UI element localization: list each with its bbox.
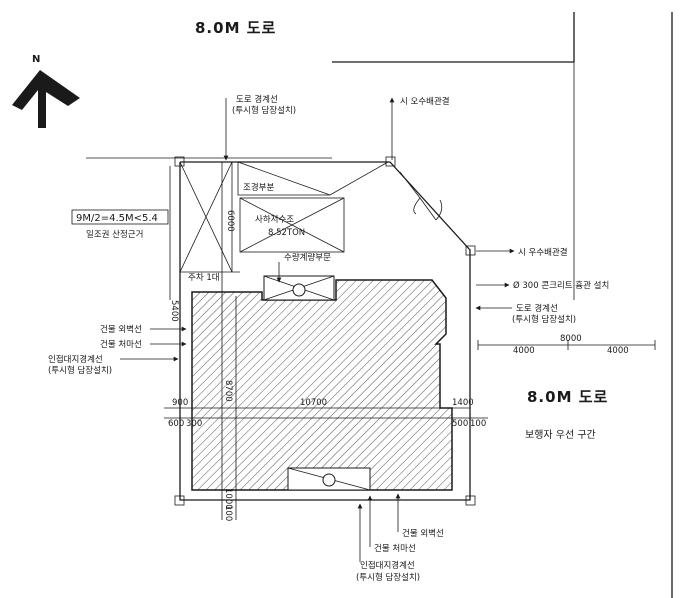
dim-vertical — [169, 162, 237, 520]
dim-horizontal — [164, 340, 656, 419]
east-road-label: 8.0M 도로 — [527, 388, 608, 406]
dim-5400: 5400 — [169, 300, 179, 322]
dim-300: 300 — [186, 419, 202, 429]
rain-pipe-right-label: 시 우수배관결 — [518, 247, 568, 258]
adjacent-boundary-bottom-label: 인접대지경계선 — [360, 560, 415, 571]
dim-4000-right: 4000 — [607, 346, 629, 356]
adjacent-boundary-left-note: (투시형 담장설치) — [48, 365, 112, 376]
dim-6000: 6000 — [225, 210, 235, 232]
landscape-area — [237, 161, 390, 196]
pedestrian-zone-label: 보행자 우선 구간 — [525, 429, 596, 441]
formula-box — [71, 209, 169, 225]
dim-1400: 1400 — [452, 398, 474, 408]
rain-pipe-top-label: 시 오수배관결 — [400, 96, 450, 107]
gate-symbol — [399, 171, 443, 221]
dim-100b: 100 — [223, 505, 233, 521]
dim-8700: 8700 — [223, 380, 233, 402]
formula-text: 9M/2=4.5M<5.4 — [76, 213, 158, 224]
road-boundary-top-label: 도로 경계선 — [236, 94, 278, 105]
dim-100: 100 — [470, 419, 486, 429]
dim-8000: 8000 — [560, 334, 582, 344]
adjacent-boundary-left-label: 인접대지경계선 — [48, 354, 103, 365]
dim-10700: 10700 — [300, 398, 327, 408]
water-meter-label: 수량계량부문 — [284, 252, 331, 263]
road-boundary-right-label: 도로 경계선 — [516, 303, 558, 314]
formula-note: 일조권 산정근거 — [86, 229, 143, 240]
landscape-label: 조경부분 — [243, 182, 274, 193]
adjacent-boundary-bottom-note: (투시형 담장설치) — [356, 572, 420, 583]
road-edges — [86, 12, 673, 598]
dim-1000: 1000 — [223, 488, 233, 510]
tank-label-line1: 사하저수조 — [255, 214, 294, 225]
dim-500: 500 — [452, 419, 468, 429]
tank-label-line2: 8.52TON — [268, 228, 305, 238]
concrete-pipe-label: Ø 300 콘크리트 흄관 설치 — [513, 280, 609, 291]
building-eave-bottom-label: 건물 처마선 — [374, 543, 416, 554]
building-outer-left-label: 건물 외벽선 — [100, 324, 142, 335]
building-footprint — [191, 275, 453, 491]
north-road-label: 8.0M 도로 — [195, 19, 276, 37]
north-arrow-icon — [12, 70, 80, 128]
dim-4000-left: 4000 — [513, 346, 535, 356]
parking-area — [179, 161, 240, 273]
road-boundary-right-note: (투시형 담장설치) — [512, 314, 576, 325]
road-boundary-top-note: (투시형 담장설치) — [232, 105, 296, 116]
building-outer-bottom-label: 건물 외벽선 — [402, 528, 444, 539]
north-label: N — [32, 54, 40, 65]
building-eave-left-label: 건물 처마선 — [100, 339, 142, 350]
water-tank — [239, 197, 345, 253]
dim-900: 900 — [172, 398, 188, 408]
parking-label: 주차 1대 — [188, 273, 220, 283]
dim-600: 600 — [168, 419, 184, 429]
